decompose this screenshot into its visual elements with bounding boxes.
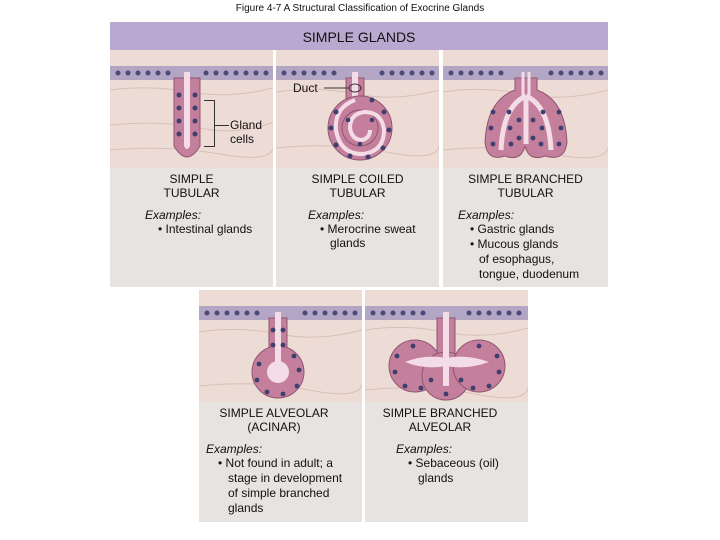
simple-branched-alveolar-example-1: • Sebaceous (oil) bbox=[408, 456, 499, 470]
simple-branched-tubular-name-line2: TUBULAR bbox=[497, 186, 554, 200]
simple-branched-alveolar-illustration bbox=[365, 290, 528, 402]
simple-tubular-examples-label: Examples: bbox=[145, 208, 202, 222]
simple-branched-alveolar-caption: SIMPLE BRANCHED ALVEOLAR Examples: • Seb… bbox=[365, 402, 528, 522]
simple-branched-tubular-examples-label: Examples: bbox=[458, 208, 515, 222]
simple-alveolar-name-line2: (ACINAR) bbox=[247, 420, 301, 434]
simple-alveolar-illustration bbox=[199, 290, 362, 402]
simple-coiled-tubular-name-line2: TUBULAR bbox=[329, 186, 386, 200]
simple-alveolar-caption: SIMPLE ALVEOLAR (ACINAR) Examples: • Not… bbox=[199, 402, 362, 522]
duct-label: Duct bbox=[293, 81, 318, 95]
simple-branched-tubular-panel: SIMPLE BRANCHED TUBULAR Examples: • Gast… bbox=[443, 50, 608, 287]
simple-alveolar-examples-label: Examples: bbox=[206, 442, 263, 456]
gland-cells-bracket-top bbox=[204, 100, 215, 101]
gland-cells-label-line1: Gland bbox=[230, 118, 263, 132]
simple-alveolar-name-line1: SIMPLE ALVEOLAR bbox=[219, 406, 329, 420]
simple-tubular-example-1: • Intestinal glands bbox=[158, 222, 253, 236]
simple-alveolar-example-3: of simple branched bbox=[228, 486, 330, 500]
simple-branched-alveolar-example-2: glands bbox=[418, 471, 454, 485]
simple-tubular-panel: Gland cells SIMPLE TUBULAR Examples: • I… bbox=[110, 50, 273, 287]
gland-cells-bracket bbox=[214, 100, 215, 147]
simple-branched-tubular-name-line1: SIMPLE BRANCHED bbox=[468, 172, 583, 186]
gland-cells-pointer bbox=[215, 125, 229, 126]
simple-branched-tubular-example-4: tongue, duodenum bbox=[479, 267, 580, 281]
simple-tubular-illustration bbox=[110, 50, 273, 168]
simple-coiled-tubular-example-1: • Merocrine sweat bbox=[320, 222, 416, 236]
simple-alveolar-example-1: • Not found in adult; a bbox=[218, 456, 333, 470]
gland-cells-bracket-bottom bbox=[204, 146, 215, 147]
simple-branched-tubular-example-1: • Gastric glands bbox=[470, 222, 555, 236]
simple-branched-alveolar-panel: SIMPLE BRANCHED ALVEOLAR Examples: • Seb… bbox=[365, 290, 528, 522]
simple-branched-tubular-caption: SIMPLE BRANCHED TUBULAR Examples: • Gast… bbox=[443, 168, 608, 287]
simple-coiled-tubular-examples-label: Examples: bbox=[308, 208, 365, 222]
simple-alveolar-example-2: stage in development bbox=[228, 471, 343, 485]
simple-tubular-name-line2: TUBULAR bbox=[163, 186, 220, 200]
simple-branched-alveolar-name-line1: SIMPLE BRANCHED bbox=[382, 406, 498, 420]
simple-coiled-tubular-name-line1: SIMPLE COILED bbox=[311, 172, 404, 186]
simple-coiled-tubular-example-2: glands bbox=[330, 236, 366, 250]
simple-coiled-tubular-panel: Duct SIMPLE COILED TUBULAR Examples: • M… bbox=[276, 50, 439, 287]
simple-alveolar-panel: SIMPLE ALVEOLAR (ACINAR) Examples: • Not… bbox=[199, 290, 362, 522]
simple-branched-tubular-example-3: of esophagus, bbox=[479, 252, 555, 266]
simple-branched-alveolar-examples-label: Examples: bbox=[396, 442, 453, 456]
simple-glands-banner: SIMPLE GLANDS bbox=[110, 22, 608, 50]
figure-title: Figure 4-7 A Structural Classification o… bbox=[235, 3, 485, 14]
simple-alveolar-example-4: glands bbox=[228, 501, 264, 515]
simple-branched-alveolar-name-line2: ALVEOLAR bbox=[408, 420, 472, 434]
simple-tubular-name-line1: SIMPLE bbox=[169, 172, 214, 186]
simple-branched-tubular-illustration bbox=[443, 50, 608, 168]
simple-branched-tubular-example-2: • Mucous glands bbox=[470, 237, 559, 251]
gland-cells-label-line2: cells bbox=[230, 132, 255, 146]
simple-tubular-caption: SIMPLE TUBULAR Examples: • Intestinal gl… bbox=[110, 168, 273, 287]
simple-coiled-tubular-illustration bbox=[276, 50, 439, 168]
simple-coiled-tubular-caption: SIMPLE COILED TUBULAR Examples: • Merocr… bbox=[276, 168, 439, 287]
